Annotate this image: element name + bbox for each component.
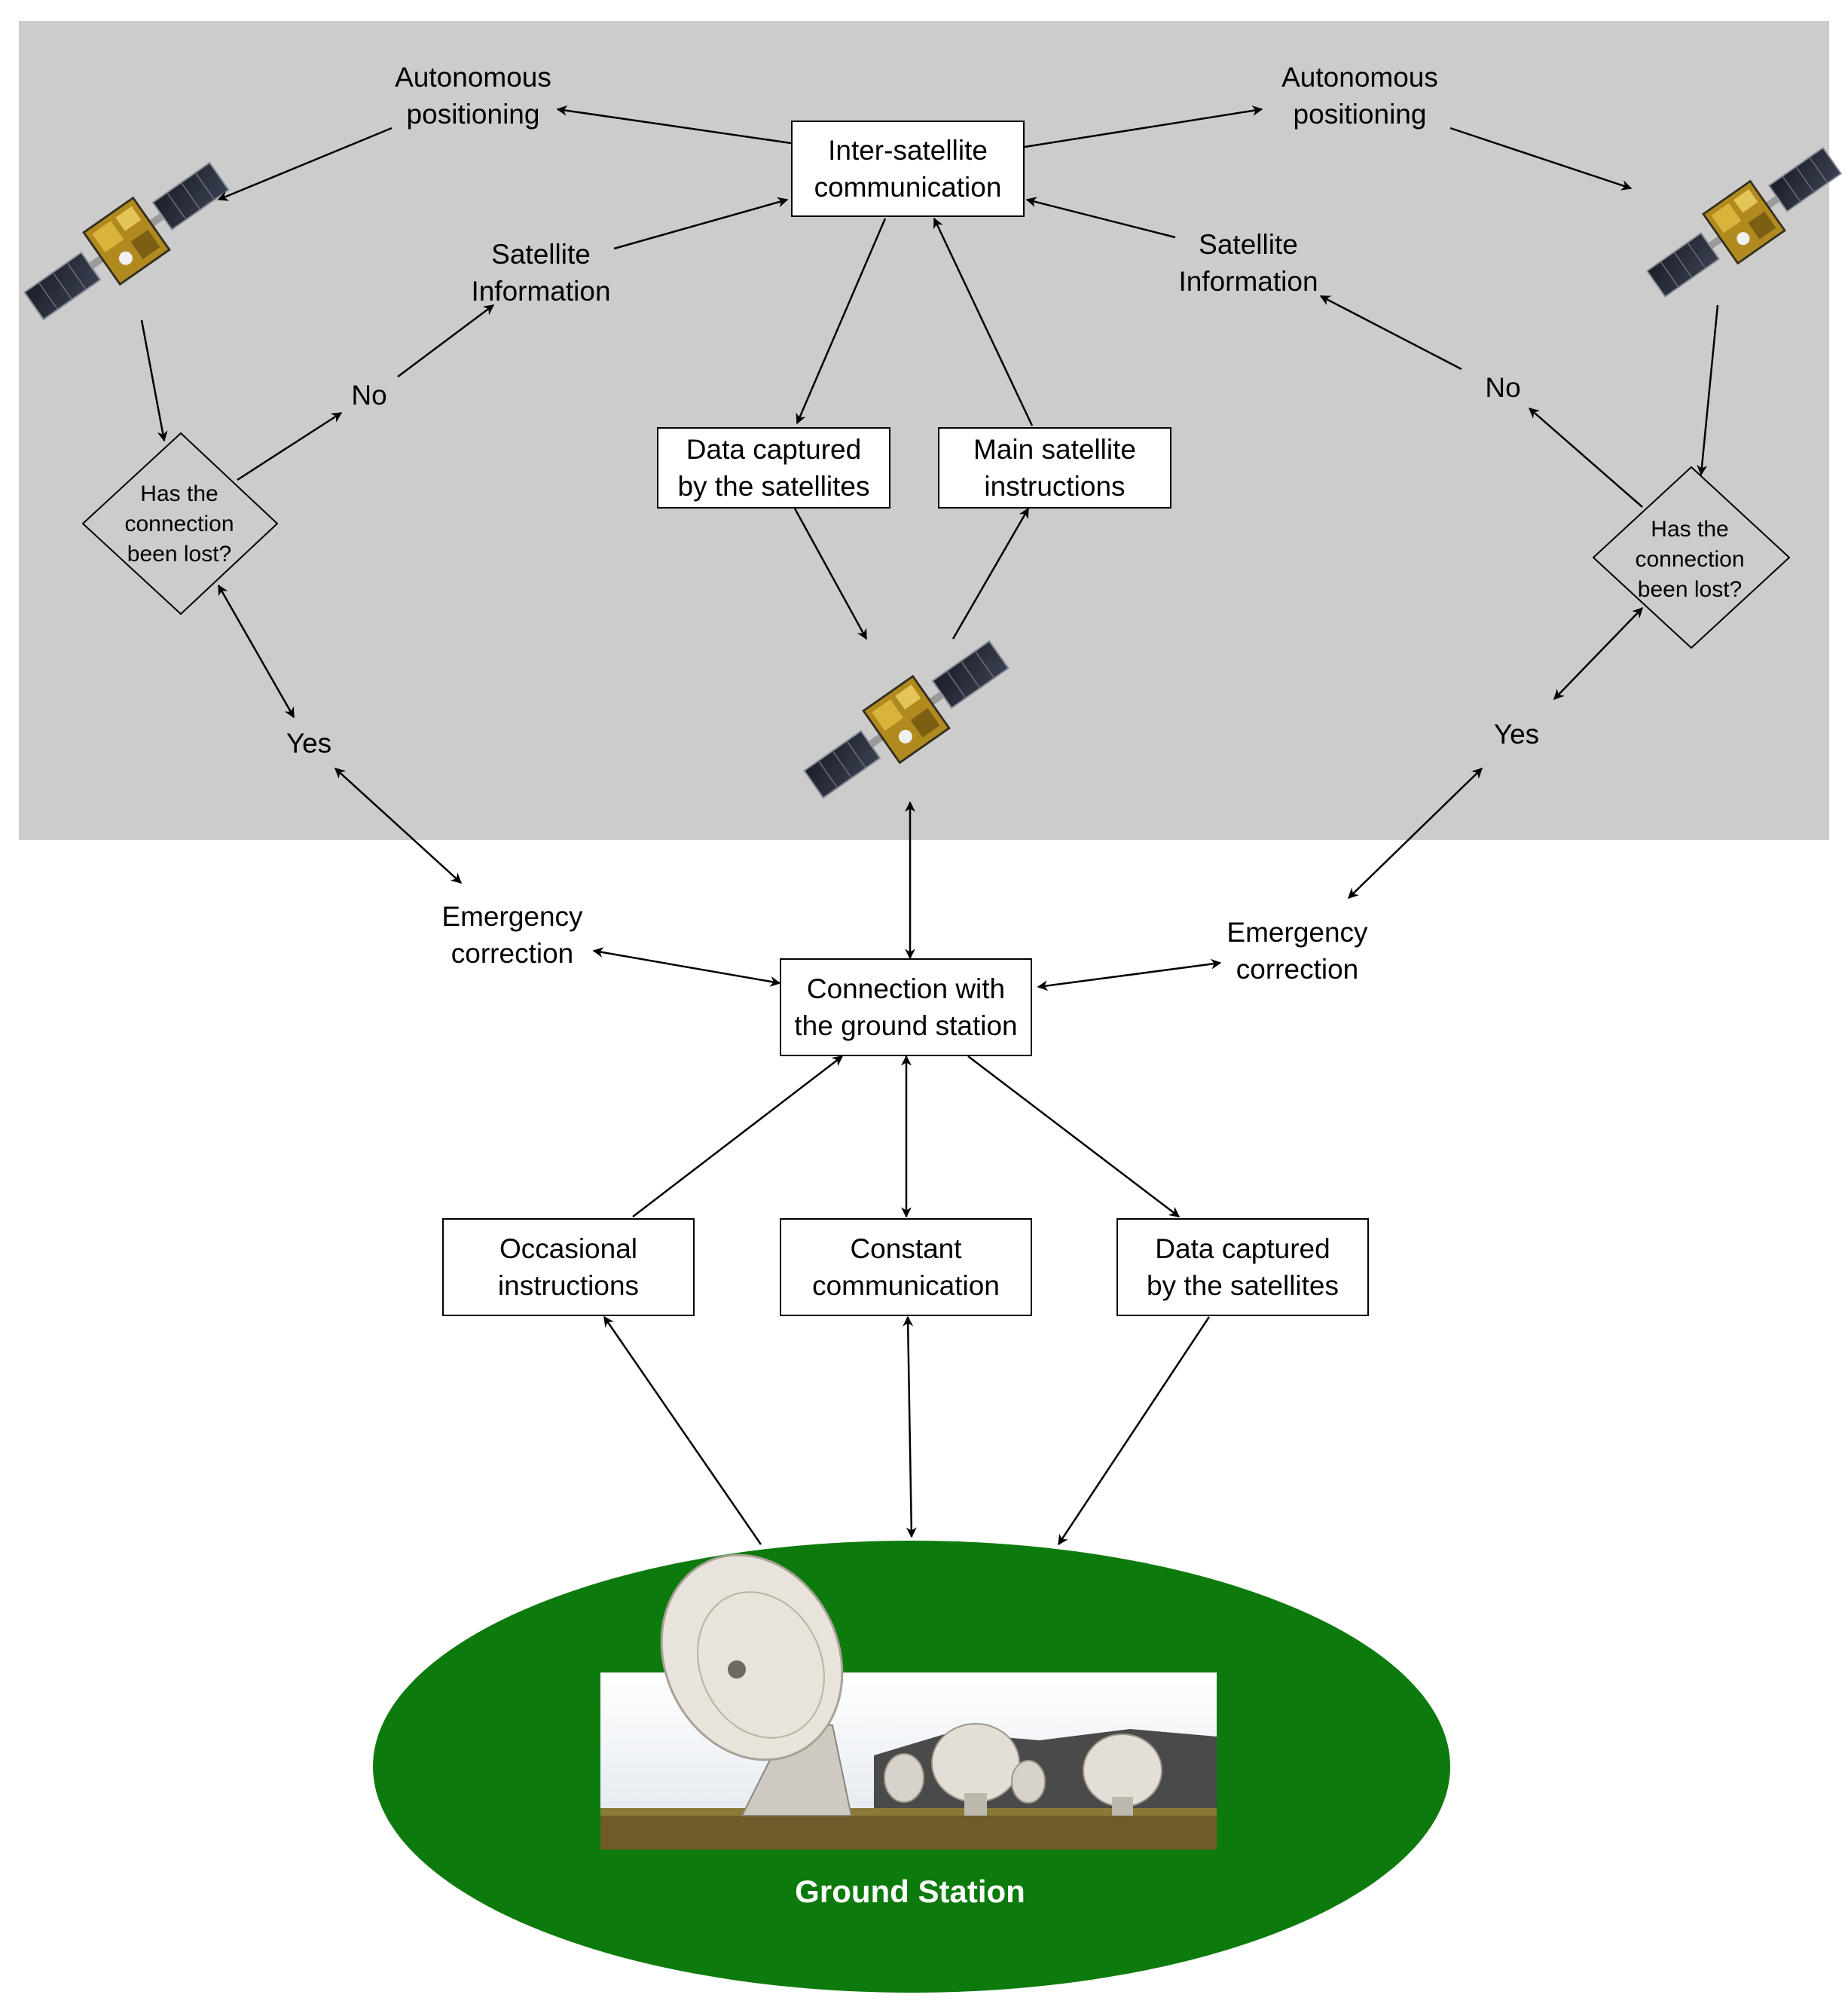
no-label-left: No	[351, 380, 387, 411]
satellite-information-label-left: Satellite Information	[471, 239, 611, 307]
main-satellite-instructions-box: Main satellite instructions	[938, 427, 1171, 509]
decision-label-left: Has the connection been lost?	[124, 481, 234, 567]
decision-diamond-left	[81, 432, 279, 616]
decision-diamond-right	[1592, 466, 1791, 649]
ground-station-title: Ground Station	[795, 1874, 1025, 1909]
autonomous-positioning-label-right: Autonomous positioning	[1281, 62, 1438, 130]
satellite-information-label-right: Satellite Information	[1178, 229, 1318, 297]
inter-satellite-communication-box: Inter-satellite communication	[791, 121, 1025, 217]
data-captured-box-bottom: Data captured by the satellites	[1116, 1218, 1369, 1316]
decision-label-right: Has the connection been lost?	[1635, 517, 1745, 602]
satellite-dish-icon	[600, 1553, 1217, 1850]
autonomous-positioning-label-left: Autonomous positioning	[395, 62, 551, 130]
occasional-instructions-box: Occasional instructions	[442, 1218, 695, 1316]
constant-communication-box: Constant communication	[780, 1218, 1032, 1316]
yes-label-left: Yes	[286, 728, 332, 759]
yes-label-right: Yes	[1493, 719, 1540, 750]
data-captured-box-top: Data captured by the satellites	[657, 427, 890, 509]
emergency-correction-label-left: Emergency correction	[441, 901, 583, 969]
ground-station-connection-box: Connection with the ground station	[780, 958, 1032, 1056]
no-label-right: No	[1485, 372, 1521, 403]
emergency-correction-label-right: Emergency correction	[1226, 917, 1368, 985]
